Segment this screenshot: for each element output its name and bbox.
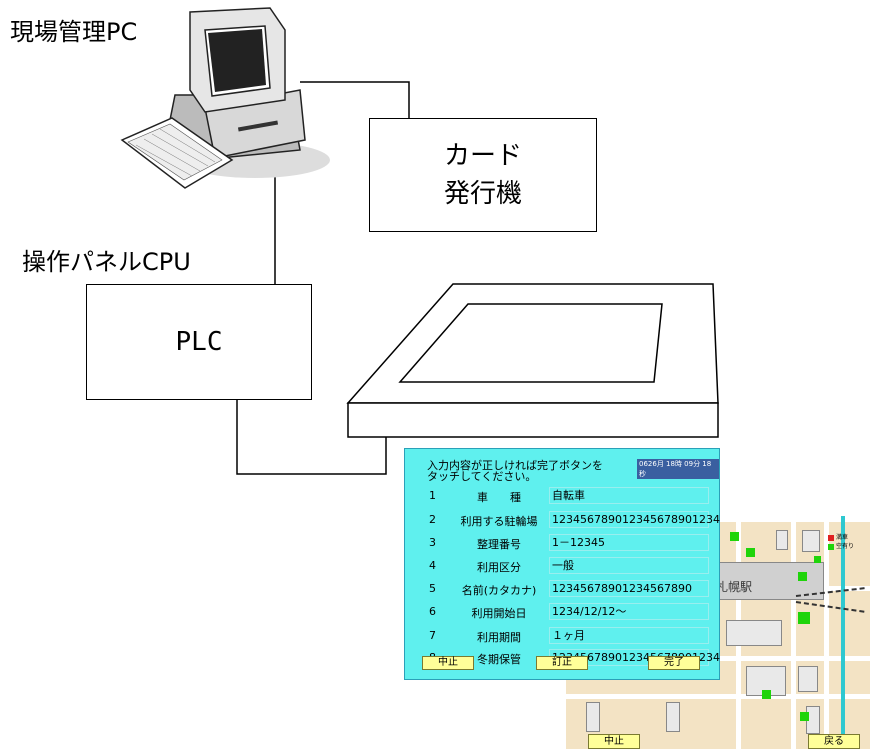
parking-lot-field[interactable]: 123456789012345678901234 <box>549 511 720 528</box>
plc-box: PLC <box>86 284 312 400</box>
card-issuer-line1: カード <box>443 141 522 171</box>
usage-period-field[interactable]: １ヶ月 <box>549 627 709 644</box>
map-cancel-button[interactable]: 中止 <box>588 734 640 749</box>
map-station-building <box>712 562 824 600</box>
name-katakana-field[interactable]: 12345678901234567890 <box>549 580 709 597</box>
complete-button[interactable]: 完了 <box>648 656 700 670</box>
form-row: 1 車 種 自転車 <box>413 487 713 505</box>
datetime-badge: 0626月 18時 09分 18秒 <box>637 459 719 479</box>
map-block <box>802 530 820 552</box>
form-row: 4 利用区分 一般 <box>413 557 713 575</box>
card-issuer-line2: 発行機 <box>443 179 522 209</box>
map-road <box>791 516 796 749</box>
map-block <box>586 702 600 732</box>
form-row: 7 利用期間 １ヶ月 <box>413 627 713 645</box>
cancel-button[interactable]: 中止 <box>422 656 474 670</box>
form-row: 3 整理番号 1－12345 <box>413 534 713 552</box>
vacant-marker <box>762 690 771 699</box>
card-issuer-box: カード 発行機 <box>369 118 597 232</box>
vehicle-type-field[interactable]: 自転車 <box>549 487 709 504</box>
map-block <box>726 620 782 646</box>
touch-panel-device <box>346 283 719 438</box>
map-road <box>566 694 870 699</box>
plc-panel-line <box>236 400 387 475</box>
instruction-text: 入力内容が正しければ完了ボタンを タッチしてください。 <box>427 459 603 483</box>
map-station-label: 札幌駅 <box>716 580 753 594</box>
vacant-marker <box>798 572 807 581</box>
reference-number-field[interactable]: 1－12345 <box>549 534 709 551</box>
vacant-marker <box>798 612 810 624</box>
correct-button[interactable]: 訂正 <box>536 656 588 670</box>
plc-label: PLC <box>175 327 223 357</box>
form-row: 5 名前(カタカナ) 12345678901234567890 <box>413 580 713 598</box>
vacant-marker <box>800 712 809 721</box>
map-block <box>798 666 818 692</box>
map-river <box>841 516 845 749</box>
pc-icon <box>120 7 330 189</box>
operation-panel-cpu-label: 操作パネルCPU <box>22 248 191 276</box>
form-row: 6 利用開始日 1234/12/12～ <box>413 603 713 621</box>
pc-label: 現場管理PC <box>10 18 138 46</box>
usage-category-field[interactable]: 一般 <box>549 557 709 574</box>
map-road <box>824 516 829 749</box>
legend-full: 満車 <box>828 532 848 541</box>
input-confirmation-screen: 入力内容が正しければ完了ボタンを タッチしてください。 0626月 18時 09… <box>404 448 720 680</box>
vacant-marker <box>814 556 821 563</box>
pc-card-issuer-line <box>300 81 410 118</box>
map-block <box>776 530 788 550</box>
vacant-marker <box>746 548 755 557</box>
form-row: 2 利用する駐輪場 123456789012345678901234 <box>429 511 720 528</box>
vacant-marker <box>730 532 739 541</box>
map-rail-lines <box>795 587 867 613</box>
map-back-button[interactable]: 戻る <box>808 734 860 749</box>
map-block <box>666 702 680 732</box>
start-date-field[interactable]: 1234/12/12～ <box>549 603 709 620</box>
legend-vacant: 空有り <box>828 541 854 550</box>
